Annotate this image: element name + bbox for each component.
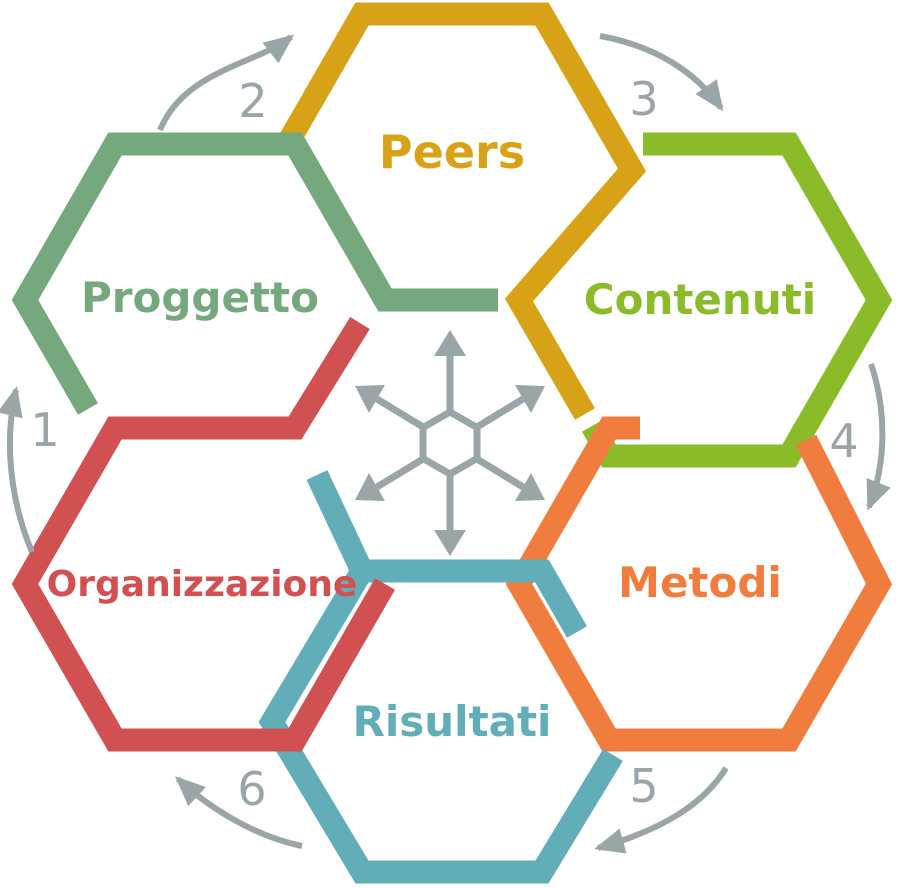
hub-arrow-se-head [515, 473, 545, 501]
label-proggetto: Proggetto [81, 273, 319, 322]
step-number-2: 2 [238, 74, 267, 128]
hub-arrow-ne-shaft [475, 396, 525, 430]
step-number-5: 5 [629, 759, 658, 813]
hexagon-risultati [258, 470, 623, 884]
curved-arrow-4 [866, 363, 891, 511]
hub-arrow-down-head [434, 530, 466, 556]
curved-arrow-2 [157, 34, 295, 132]
step-number-6: 6 [237, 762, 266, 816]
hub-arrow-up-head [434, 330, 466, 356]
hexagon-proggetto [11, 132, 498, 415]
label-risultati: Risultati [353, 697, 552, 746]
hub-arrow-se-shaft [475, 456, 525, 490]
curved-arrow-1 [0, 386, 35, 554]
curved-arrow-5 [594, 766, 729, 854]
hub-arrow-nw-shaft [375, 396, 425, 430]
flow-arrows [0, 33, 891, 854]
label-organizzazione: Organizzazione [47, 564, 358, 605]
label-metodi: Metodi [618, 558, 782, 607]
hexagon-hub-six-arrows-icon [355, 330, 545, 556]
hexagon-ring [11, 2, 893, 884]
label-contenuti: Contenuti [584, 275, 816, 324]
hub-arrow-ne-head [515, 385, 545, 413]
hub-arrow-nw-head [355, 385, 385, 413]
step-number-1: 1 [30, 403, 59, 457]
step-number-4: 4 [829, 414, 858, 468]
curved-arrow-3 [599, 33, 724, 112]
step-number-3: 3 [629, 72, 658, 126]
hexagon-labels: Peers Proggetto Contenuti Metodi Risulta… [47, 125, 817, 746]
hexagon-organizzazione [11, 316, 395, 752]
hexagon-peers [280, 2, 647, 420]
curved-arrow-6 [175, 776, 303, 849]
hub-arrow-sw-head [355, 473, 385, 501]
hexagon-metodi [505, 416, 893, 752]
hub-arrow-sw-shaft [375, 456, 425, 490]
step-numbers: 1 2 3 4 5 6 [30, 72, 858, 816]
hub-hexagon-outline [419, 407, 481, 479]
label-peers: Peers [379, 125, 525, 179]
